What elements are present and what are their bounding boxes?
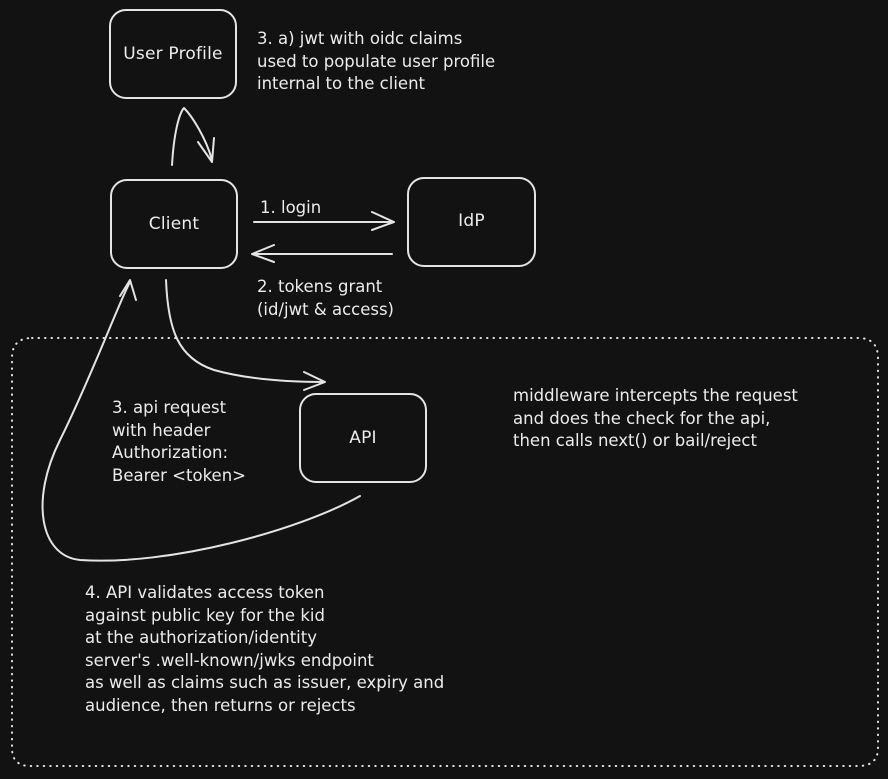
note-line: with header: [112, 420, 211, 440]
note-line: middleware intercepts the request: [513, 386, 798, 405]
note-line: audience, then returns or rejects: [85, 695, 356, 715]
note-line: 4. API validates access token: [85, 583, 325, 602]
idp-box: [407, 177, 536, 267]
validation-arrow: [41, 279, 361, 562]
api-request-note: 3. api request with header Authorization…: [112, 397, 246, 487]
note-line: server's .well-known/jwks endpoint: [85, 650, 374, 670]
api-label: API: [349, 428, 377, 448]
user-profile-box: [109, 9, 237, 99]
api-request-arrow: [165, 279, 326, 391]
tokens-arrow: [251, 244, 393, 263]
user-profile-label: User Profile: [123, 44, 223, 64]
note-line: as well as claims such as issuer, expiry…: [85, 673, 445, 693]
client-label: Client: [148, 214, 200, 234]
middleware-note: middleware intercepts the request and do…: [513, 385, 798, 453]
tokens-note: 2. tokens grant (id/jwt & access): [257, 276, 394, 321]
note-line: at the authorization/identity: [85, 628, 317, 648]
note-line: 2. tokens grant: [257, 277, 383, 296]
client-box: [110, 179, 238, 269]
note-line: Bearer <token>: [112, 465, 246, 485]
idp-label: IdP: [458, 211, 485, 231]
note-line: 3. a) jwt with oidc claims: [257, 29, 463, 48]
profile-note: 3. a) jwt with oidc claims used to popul…: [257, 28, 495, 96]
login-arrow: [253, 211, 395, 231]
note-line: and does the check for the api,: [513, 408, 771, 428]
note-line: internal to the client: [257, 74, 426, 94]
login-note: 1. login: [260, 197, 321, 220]
idp-node: IdP: [408, 178, 535, 264]
note-line: 1. login: [260, 198, 322, 217]
client-node: Client: [111, 180, 237, 268]
api-node: API: [300, 394, 426, 482]
note-line: Authorization:: [112, 443, 229, 463]
api-box: [299, 393, 427, 483]
user-profile-node: User Profile: [110, 10, 236, 98]
validation-note: 4. API validates access token against pu…: [85, 582, 444, 718]
note-line: (id/jwt & access): [257, 299, 394, 319]
profile-loop-arrow: [171, 107, 215, 166]
note-line: 3. api request: [112, 398, 227, 417]
note-line: used to populate user profile: [257, 51, 496, 71]
note-line: against public key for the kid: [85, 605, 325, 625]
note-line: then calls next() or bail/reject: [513, 431, 757, 451]
